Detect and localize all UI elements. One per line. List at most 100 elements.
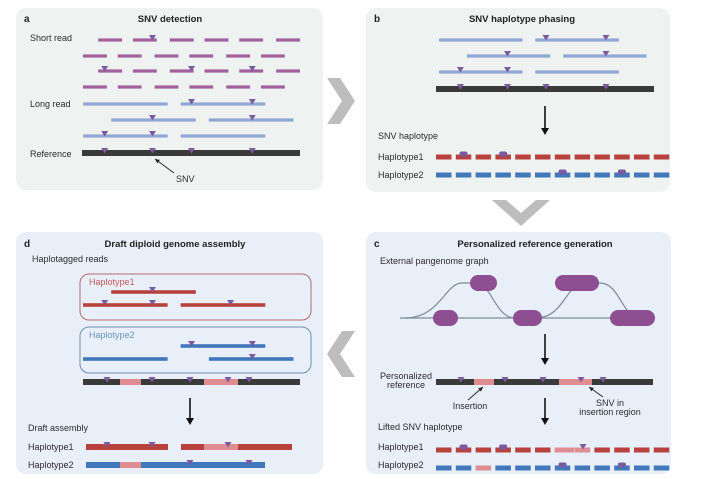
short-read [226,54,251,58]
panel-b-title: SNV haplotype phasing [469,14,575,25]
snv-marker [101,300,109,306]
snv-marker [248,148,256,154]
snv-marker [101,131,109,137]
draft-haplotype2 [141,462,265,468]
snv-marker [539,377,547,383]
snv-marker [148,115,156,121]
b-haplotype2-label: Haplotype2 [378,170,424,180]
haplotype-segment [614,172,630,178]
snv-marker [602,51,610,57]
snv-marker [101,66,109,72]
draft-haplotype1 [238,444,292,450]
reference-label: Reference [30,149,72,159]
snv-marker [248,66,256,72]
insertion-callout-arrow-head [478,387,483,392]
haplotype-segment [614,154,630,160]
short-read [169,69,194,73]
snv-marker [457,377,465,383]
snv-marker [248,341,256,347]
short-read [98,69,123,73]
haplotype2-read-box [79,326,312,374]
haplotype-segment [554,154,571,160]
haplotype-segment [535,154,551,160]
box1-haplotype1-label: Haplotype1 [89,277,135,287]
snv-marker [503,84,511,90]
short-read [276,38,300,42]
graph-edge [404,282,516,319]
snv-marker [224,442,232,448]
haplotype-insertion-segment [555,447,574,453]
insertion-region [474,379,494,385]
snv-marker [186,460,194,466]
graph-node [470,275,497,291]
insertion-callout: Insertion [453,401,488,411]
haplotype-segment [495,447,511,453]
assembly-arrow-head [186,418,194,425]
reference-genome [82,150,300,156]
d-haplotype1-label: Haplotype1 [28,442,74,452]
long-read [563,54,647,58]
haplotype-segment [436,447,452,453]
graph-node [555,275,599,291]
short-read [154,54,179,58]
haplotype1-read [83,303,168,307]
panel-d-title: Draft diploid genome assembly [105,239,247,250]
long-read [180,134,266,138]
flow-chevron-down [492,200,550,226]
short-read [98,38,123,42]
snv-marker [602,35,610,41]
snv-marker [579,444,587,450]
haplotype-segment [574,465,591,471]
haplotype-segment [634,154,650,160]
d-haplotype2-label: Haplotype2 [28,460,74,470]
haplotype-segment [634,172,650,178]
haplotype-segment [594,447,610,453]
personalized-reference [83,379,300,385]
panel-personalized-reference [366,232,671,474]
long-read [83,134,168,138]
lifted-snv-label: Lifted SNV haplotype [378,422,463,432]
short-read [132,69,157,73]
short-read [117,85,142,89]
haplotype1-read [111,290,196,294]
short-read [189,85,214,89]
long-read [208,118,294,122]
short-read [169,38,194,42]
snv-marker [148,35,156,41]
graph-node [610,310,655,326]
haplotype-segment [634,465,650,471]
haplotype-segment [495,172,511,178]
long-read [111,118,196,122]
short-read [204,38,229,42]
haplotype-segment [535,465,551,471]
haplotype-segment [475,172,492,178]
snv-marker [188,148,195,154]
haplotype-segment [653,172,670,178]
graph-to-reference-arrow-head [541,358,549,365]
short-read [239,38,264,42]
panel-c-letter: c [374,239,380,250]
draft-assembly-label: Draft assembly [28,423,89,433]
haplotype-segment [455,447,472,453]
haplotype-segment [455,154,472,160]
haplotype-segment [614,447,630,453]
snv-marker [245,377,253,383]
reference-genome [436,86,654,92]
haplotype2-read [83,357,168,361]
long-read [466,54,551,58]
insertion-region [204,379,238,385]
short-read [83,85,107,89]
snv-insertion-callout-1: SNV in [596,398,624,408]
short-read [83,54,107,58]
haplotype-segment [653,154,670,160]
short-read-label: Short read [30,33,72,43]
short-read [226,85,251,89]
snv-marker [148,131,156,137]
snv-marker [499,151,508,157]
personalized-label-2: reference [387,380,425,390]
haplotype-segment [614,465,630,471]
snv-haplotype-label: SNV haplotype [378,131,438,141]
haplotype-segment [436,172,452,178]
haplotype-segment [436,465,452,471]
